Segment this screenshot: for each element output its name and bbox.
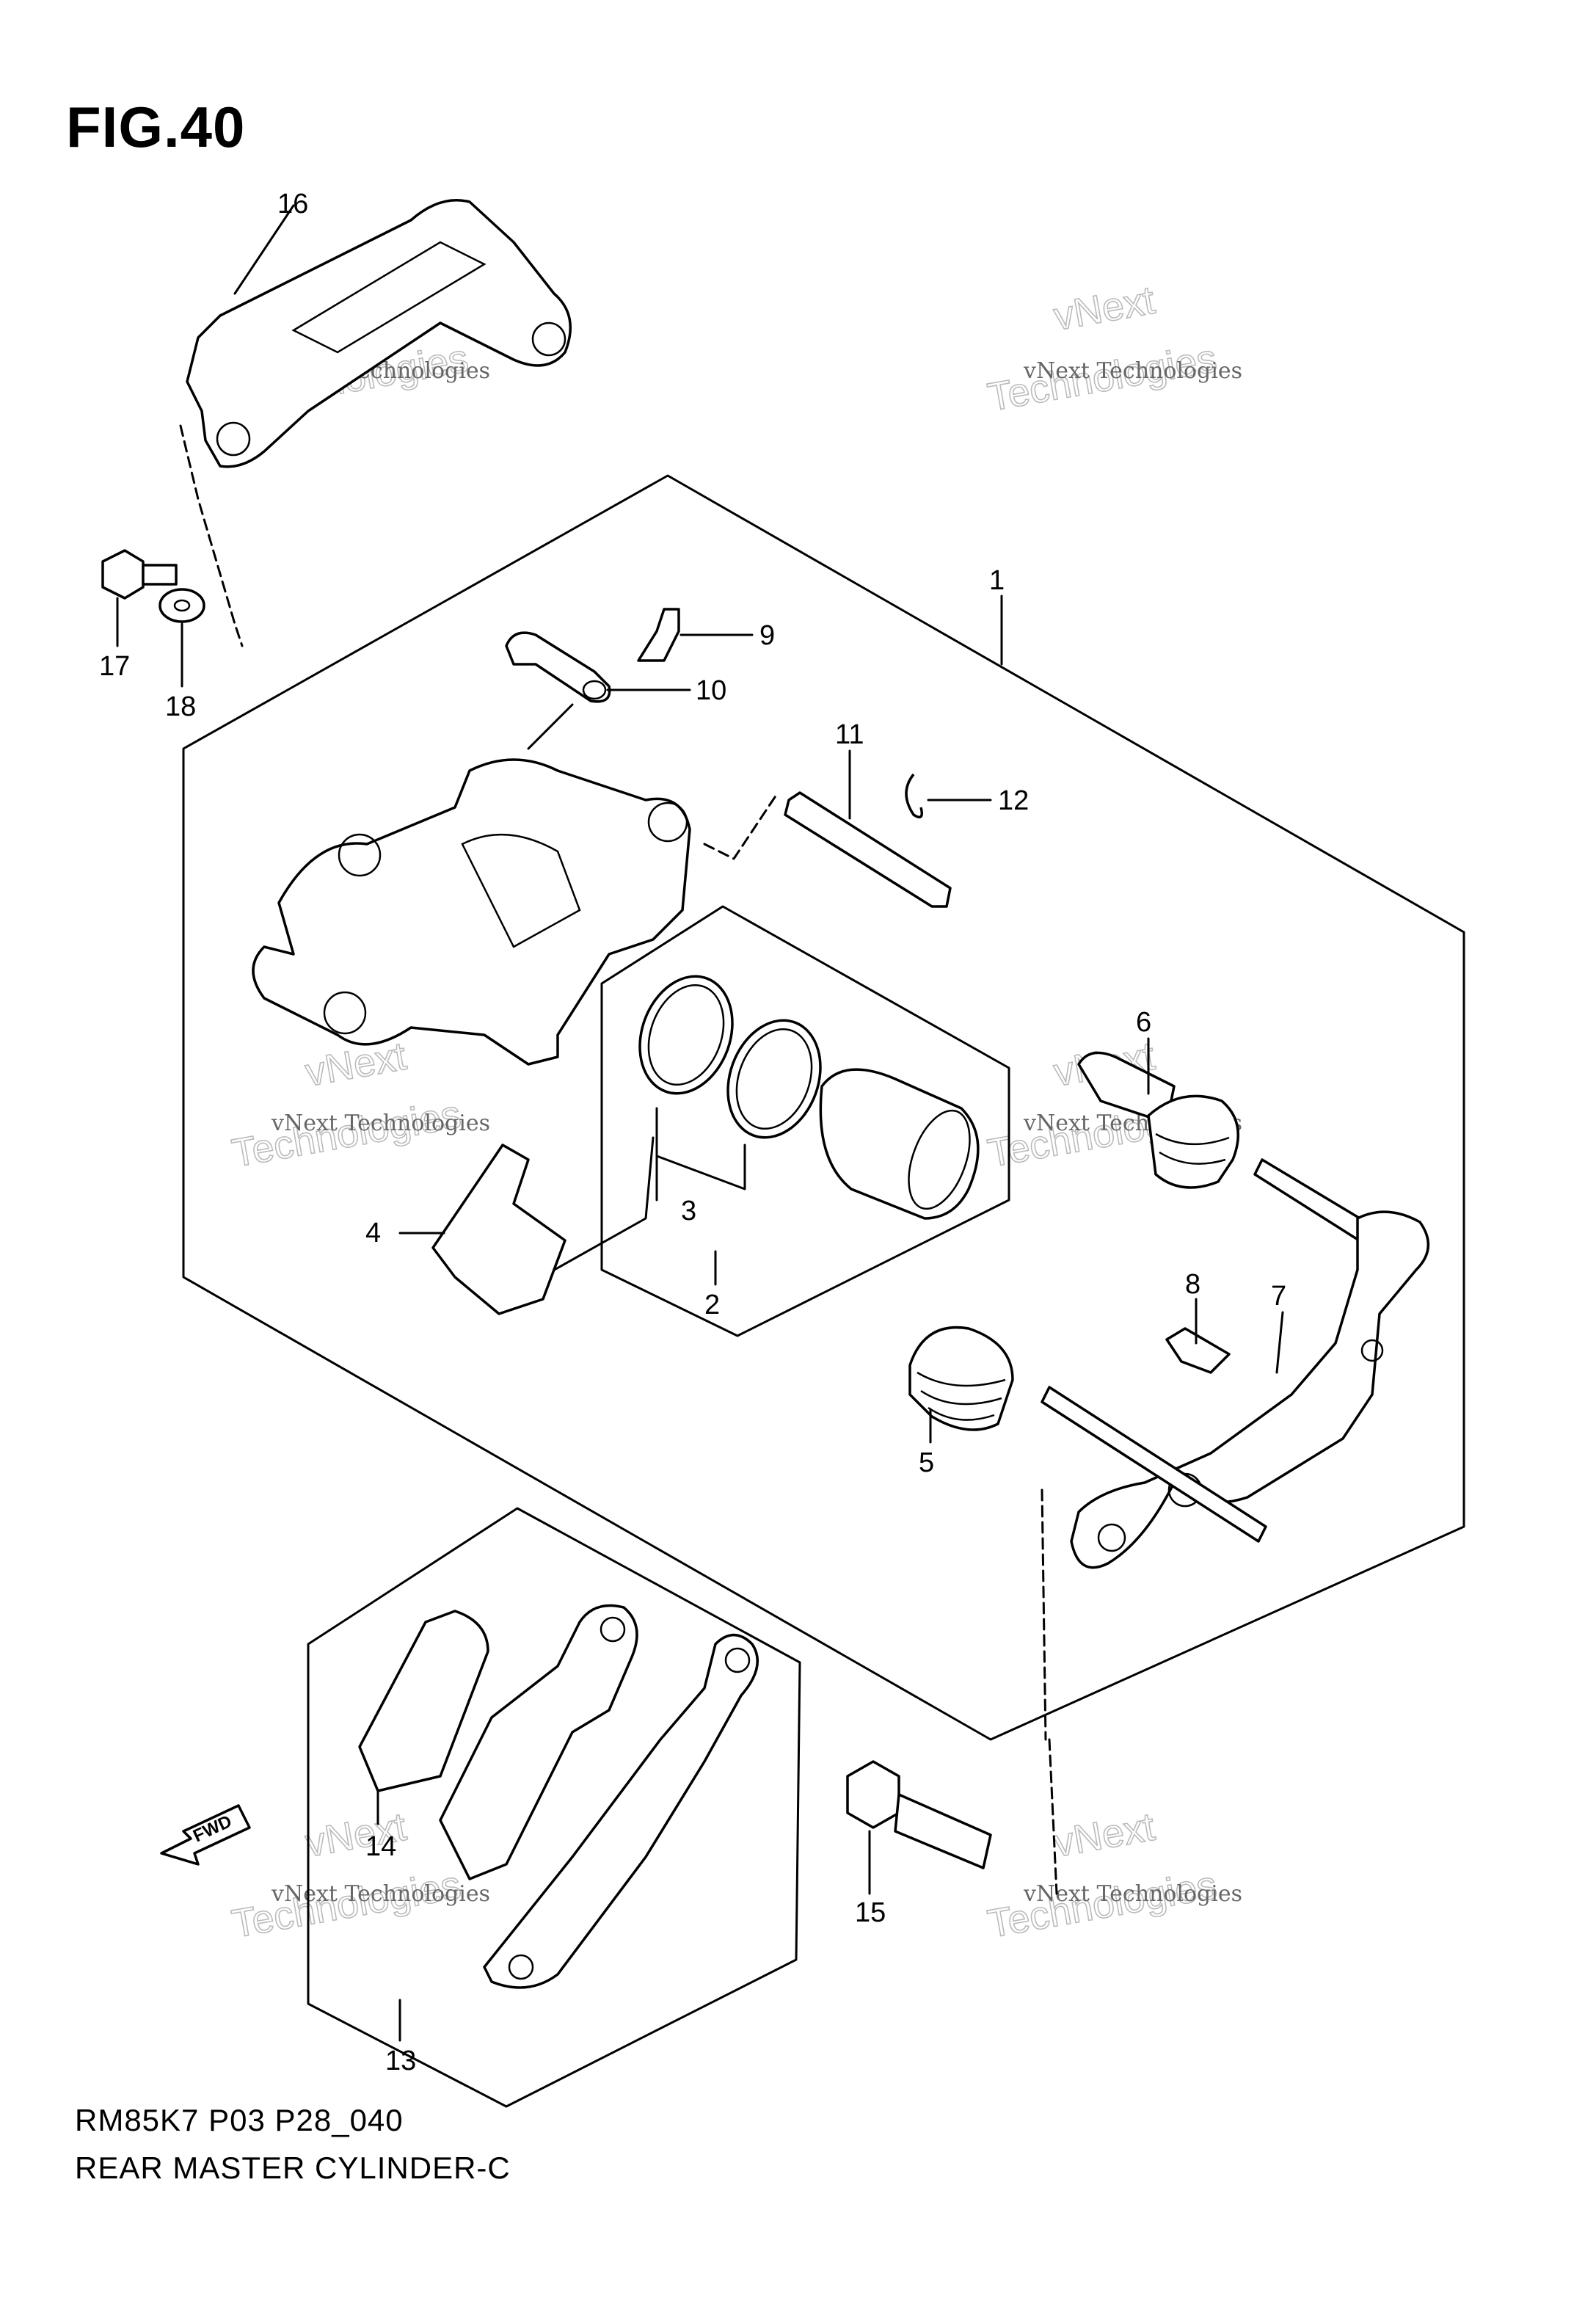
watermark-word: vNext [1051, 1805, 1158, 1866]
watermark-text: vNext Technologies [1023, 1881, 1242, 1907]
callout-7: 7 [1271, 1281, 1286, 1312]
watermark-text: vNext Technologies [271, 1110, 490, 1136]
caliper-holder-hole [1097, 1523, 1126, 1552]
caliper-assembly-outline [182, 474, 1465, 1741]
callout-8: 8 [1185, 1269, 1200, 1300]
forward-direction-arrow: FWD [160, 1804, 251, 1866]
washer [158, 588, 205, 623]
caliper-bracket [186, 199, 572, 468]
bolt-mount-line [1048, 1738, 1058, 1895]
bushing-boot-ribs [1155, 1133, 1230, 1165]
figure-title: FIG.40 [66, 95, 246, 159]
diagram-caption: REAR MASTER CYLINDER-C [75, 2151, 511, 2185]
bleeder-path-line [527, 703, 574, 750]
piston-inner-bracket [527, 1136, 655, 1286]
caliper-holder-arm [1070, 1210, 1430, 1569]
brake-pad-outer [483, 1633, 759, 1989]
brake-pad-group-outline [307, 1507, 801, 2108]
brake-pad-inner [439, 1604, 638, 1880]
callout-13: 13 [385, 2046, 416, 2076]
callout-3: 3 [681, 1196, 696, 1226]
brake-pad-outer-hole [724, 1647, 751, 1673]
pad-spring [431, 1144, 566, 1315]
brake-pad-inner-hole [600, 1616, 626, 1643]
bracket-mount-line [179, 424, 244, 647]
washer-hole [173, 599, 191, 612]
diagram-code: RM85K7 P03 P28_040 [75, 2103, 404, 2137]
brake-pad-outer-hole [508, 1954, 534, 1980]
holder-pin-upper [1253, 1158, 1374, 1246]
dust-seal [726, 1019, 822, 1139]
bleeder-cap-ring [582, 680, 607, 700]
watermark-word: vNext [1051, 278, 1158, 339]
callout-1: 1 [989, 565, 1005, 596]
holder-pin-lower [1041, 1386, 1267, 1543]
holder-mount-line [1041, 1488, 1047, 1741]
caliper-bracket-slot [291, 241, 487, 354]
callout-14: 14 [365, 1831, 396, 1862]
callout-15: 15 [855, 1897, 886, 1928]
callout-16: 16 [277, 189, 308, 219]
callout-9: 9 [759, 620, 775, 651]
callout-6: 6 [1136, 1007, 1151, 1038]
piston-seal-group-outline [600, 905, 1010, 1337]
pin-clip [905, 773, 923, 819]
callout-2: 2 [704, 1290, 720, 1320]
seal-group-bracket [655, 1107, 746, 1190]
caliper-bolt [846, 1760, 992, 1869]
pad-pin [784, 791, 952, 908]
callout-4: 4 [365, 1218, 381, 1248]
callout-5: 5 [919, 1447, 934, 1478]
caliper-body-cavity [461, 833, 581, 948]
pad-shim [358, 1610, 489, 1792]
callout-17: 17 [99, 651, 130, 682]
watermark-mid-left: vNext Technologies vNext Technologies [228, 1033, 490, 1177]
caliper-bracket-hole [216, 421, 251, 457]
caliper-holder-hole [1360, 1339, 1384, 1362]
mounting-bolt [101, 549, 178, 600]
caliper-body-port [323, 991, 367, 1035]
caliper-body [252, 758, 691, 1066]
watermark-text: vNext Technologies [1023, 358, 1242, 384]
piston-seal [638, 975, 734, 1095]
bleeder-cap [505, 631, 611, 703]
caliper-bracket-hole [531, 321, 566, 357]
caliper-body-port [338, 833, 382, 877]
bleeder-valve [637, 608, 680, 662]
rubber-boot-ribs [917, 1371, 1006, 1421]
callout-12: 12 [998, 785, 1029, 816]
rubber-boot [908, 1326, 1014, 1431]
watermark-bottom-right: vNext Technologies vNext Technologies [984, 1804, 1242, 1947]
callout-11: 11 [835, 719, 864, 750]
leader-lines [116, 204, 1284, 2042]
caliper-body-port [647, 801, 688, 843]
watermark-top-right: vNext Technologies vNext Technologies [984, 277, 1242, 421]
holder-clip [1165, 1327, 1231, 1374]
piston [819, 1068, 980, 1220]
watermark-text: vNext Technologies [271, 1881, 490, 1907]
callout-10: 10 [696, 675, 726, 706]
callout-18: 18 [165, 691, 196, 722]
bushing-boot [1147, 1094, 1239, 1189]
pin-path-line [703, 791, 779, 860]
